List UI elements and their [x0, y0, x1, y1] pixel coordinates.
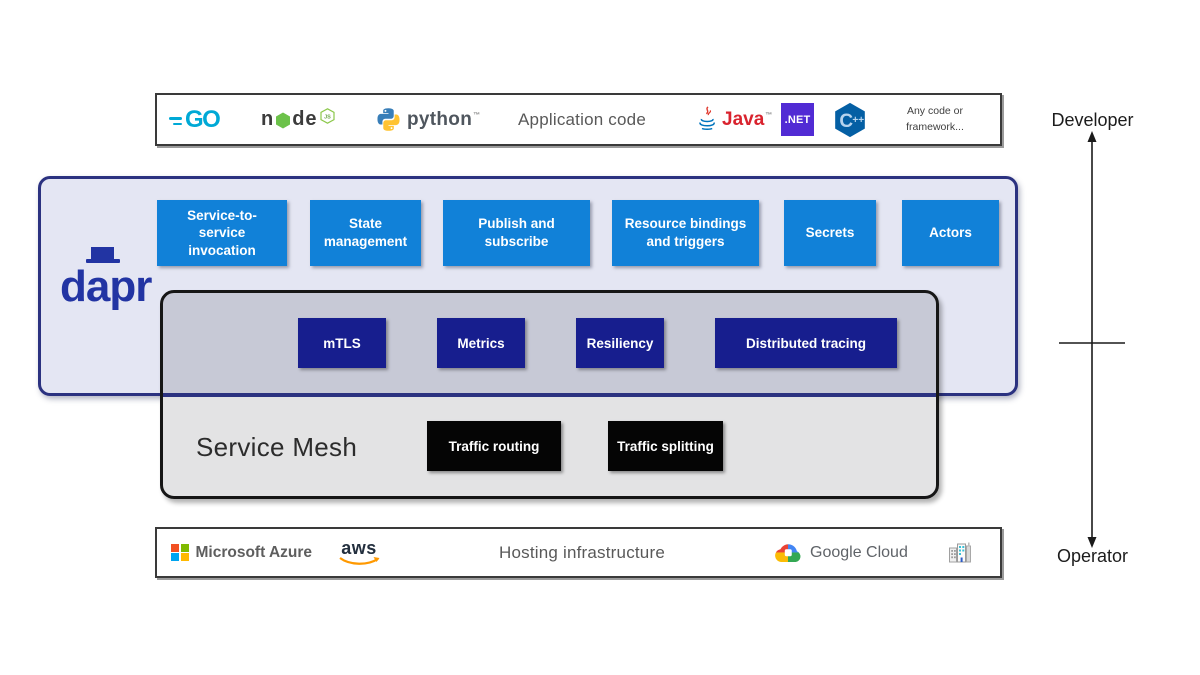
- block-actors: Actors: [902, 200, 999, 266]
- application-code-label: Application code: [518, 109, 646, 129]
- java-wordmark: Java™: [722, 108, 773, 130]
- dotnet-icon: .NET: [781, 103, 814, 136]
- dotnet-logo: .NET: [781, 95, 814, 144]
- node-hexagon-icon: [276, 112, 291, 129]
- operator-label: Operator: [1056, 546, 1129, 566]
- java-icon: [699, 105, 715, 130]
- service-mesh-title: Service Mesh: [196, 432, 358, 462]
- cpp-logo: C ++: [831, 95, 869, 144]
- onpremises-building-icon: [947, 529, 975, 576]
- dapr-logo: dapr: [60, 246, 155, 331]
- python-logo: python™: [375, 95, 480, 144]
- microsoft-azure-logo: Microsoft Azure: [171, 529, 312, 576]
- mesh-traffic-routing: Traffic routing: [427, 421, 561, 471]
- sidecar-metrics: Metrics: [437, 318, 525, 368]
- dapr-hat-icon: [91, 247, 114, 260]
- sidecar-mtls: mTLS: [298, 318, 386, 368]
- developer-operator-arrow: [1059, 131, 1125, 548]
- block-publish-subscribe: Publish and subscribe: [443, 200, 590, 266]
- svg-text:C: C: [839, 110, 853, 131]
- node-js-badge-icon: JS: [319, 107, 335, 124]
- google-cloud-logo: Google Cloud: [773, 529, 908, 576]
- hosting-infrastructure-bar: Microsoft Azure aws Hosting infrastructu…: [155, 527, 1002, 578]
- nodejs-logo: n de JS: [261, 95, 335, 144]
- svg-text:JS: JS: [324, 114, 331, 120]
- python-icon: [377, 108, 400, 131]
- python-wordmark: python™: [407, 108, 481, 130]
- microsoft-icon: [171, 543, 189, 562]
- hosting-infrastructure-label: Hosting infrastructure: [499, 542, 665, 562]
- aws-logo: aws: [338, 529, 380, 576]
- developer-label: Developer: [1051, 110, 1134, 130]
- aws-smile-icon: [339, 556, 380, 565]
- go-logo: GO: [169, 95, 221, 144]
- block-service-invocation: Service-to-service invocation: [157, 200, 287, 266]
- mesh-traffic-splitting: Traffic splitting: [608, 421, 723, 471]
- go-wordmark: GO: [185, 105, 221, 133]
- go-speedlines-icon: [169, 117, 182, 125]
- block-secrets: Secrets: [784, 200, 876, 266]
- block-resource-bindings: Resource bindings and triggers: [612, 200, 759, 266]
- any-code-label: Any code or framework...: [906, 105, 964, 133]
- block-state-management: State management: [310, 200, 421, 266]
- cpp-hexagon-icon: C ++: [835, 102, 865, 137]
- svg-text:++: ++: [852, 115, 864, 126]
- sidecar-distributed-tracing: Distributed tracing: [715, 318, 897, 368]
- sidecar-resiliency: Resiliency: [576, 318, 664, 368]
- java-logo: Java™: [695, 95, 772, 144]
- google-cloud-icon: [775, 543, 801, 562]
- application-code-bar: GO n de JS python™ Application code: [155, 93, 1002, 146]
